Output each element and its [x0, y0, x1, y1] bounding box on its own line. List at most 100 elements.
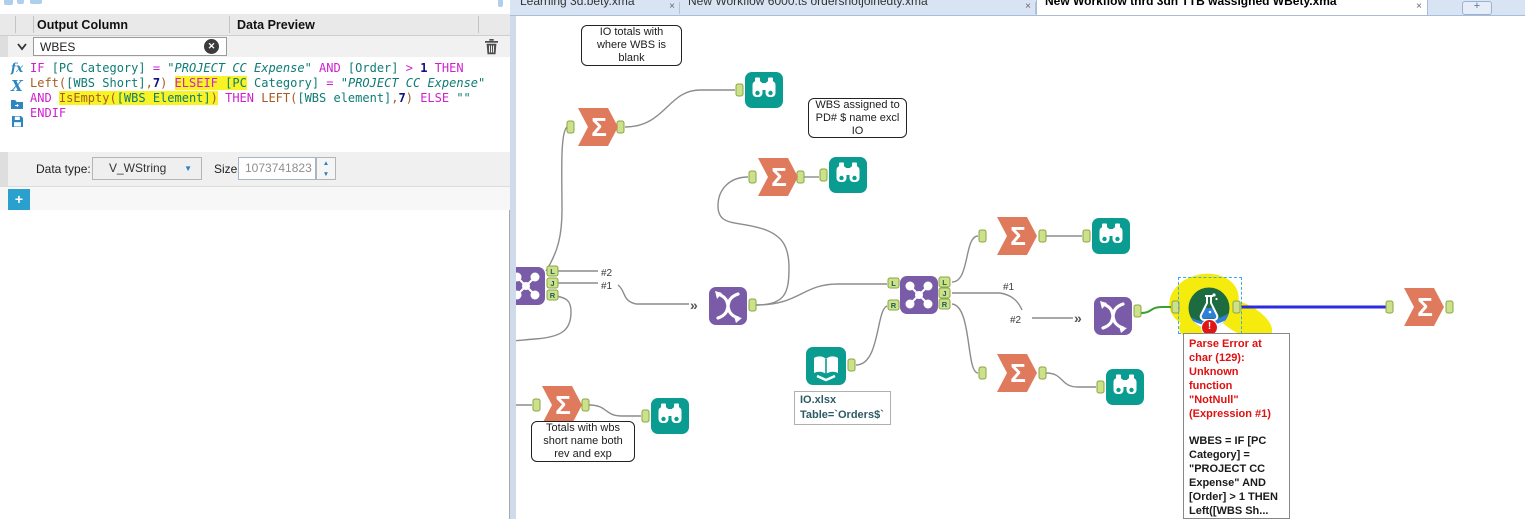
browse-tool-5[interactable] [1106, 369, 1144, 405]
join-icon [905, 281, 933, 309]
anchor-nubs[interactable] [532, 83, 1454, 423]
formula-code[interactable]: IF [PC Category] = "PROJECT CC Expense" … [30, 61, 486, 120]
header-divider [15, 16, 16, 33]
binoculars-icon [1099, 223, 1123, 243]
size-label: Size: [214, 162, 241, 176]
annotation-wbs-assigned[interactable]: WBS assigned to PD# $ name excl IO [808, 98, 907, 138]
input-data-tool[interactable] [806, 347, 846, 385]
header-divider [229, 16, 230, 33]
spin-down-icon[interactable]: ▼ [322, 171, 330, 178]
wire-join2-to-summarize3[interactable] [951, 235, 979, 283]
size-input[interactable]: 1073741823 [238, 157, 316, 180]
tab-workflow-active[interactable]: New Workflow thrd 3dh TTB wassigned WBet… [1036, 0, 1428, 15]
tab-divider [1035, 2, 1036, 14]
spin-up-icon[interactable]: ▲ [322, 160, 330, 167]
clear-field-icon[interactable]: ✕ [204, 39, 219, 54]
tab-workflow-6000[interactable]: New Workflow 6000.ts ordershotjoinedty.x… [680, 0, 1036, 15]
annotation-io-totals[interactable]: IO totals with where WBS is blank [581, 25, 682, 66]
output-column-header: Output Column [37, 18, 128, 32]
browse-tool-3[interactable] [651, 398, 689, 434]
browse-tool-1[interactable] [745, 72, 783, 108]
annotation-totals-wbs[interactable]: Totals with wbs short name both rev and … [531, 421, 635, 462]
join-tool-2[interactable] [900, 276, 938, 314]
binoculars-icon [836, 162, 860, 182]
wire-union1-to-join2[interactable] [755, 283, 887, 306]
join-anchor-tabs[interactable]: L J R L R L J R [546, 265, 951, 311]
union-tool-1[interactable] [709, 287, 747, 325]
error-tooltip: Parse Error at char (129): Unknown funct… [1183, 333, 1290, 519]
chevron-down-icon[interactable] [12, 39, 32, 54]
input-file-name: IO.xlsx [800, 394, 837, 406]
svg-text:»: » [1074, 310, 1082, 326]
union-braid-icon [1100, 301, 1127, 333]
tab-close-icon[interactable]: × [1416, 1, 1422, 12]
wire-summarize5-to-browse5[interactable] [1045, 372, 1096, 388]
summarize-tool-5[interactable]: Σ [997, 354, 1037, 392]
expression-editor: fx X IF [PC Category] = "PROJECT CC Expe… [0, 57, 510, 152]
binoculars-icon [752, 77, 776, 97]
wire-union2-to-formula[interactable] [1140, 306, 1171, 314]
datatype-value: V_WString [109, 161, 167, 175]
new-tab-button[interactable]: + [1462, 1, 1492, 15]
svg-text:#2: #2 [1010, 315, 1022, 326]
summarize-tool-3[interactable]: Σ [542, 386, 582, 424]
datatype-label: Data type: [36, 162, 91, 176]
tab-label: New Workflow 6000.ts ordershotjoinedty.x… [688, 0, 928, 8]
tab-close-icon[interactable]: × [1025, 1, 1031, 12]
svg-text:J: J [550, 279, 554, 288]
add-column-row: + [0, 186, 510, 210]
workflow-canvas[interactable]: L J R L R L J R #2 #1 #1 #2 » » [510, 0, 1525, 519]
svg-text:#1: #1 [601, 281, 613, 292]
tab-learning-workflow[interactable]: Learning 3d.bety.xma × [512, 0, 680, 15]
wire-connector-diagonal[interactable] [999, 292, 1023, 311]
union-braid-icon [715, 291, 742, 323]
wire-union1-to-summarize2[interactable] [717, 176, 790, 306]
document-tabbar: Learning 3d.bety.xma × New Workflow 6000… [510, 0, 1525, 16]
sigma-icon: Σ [771, 161, 787, 192]
output-column-input[interactable] [33, 37, 227, 56]
browse-tool-4[interactable] [1092, 218, 1130, 254]
dropdown-arrow-icon: ▼ [184, 164, 192, 173]
sigma-icon: Σ [555, 389, 571, 420]
wire-input-to-join2[interactable] [855, 305, 888, 366]
summarize-tool-2[interactable]: Σ [758, 158, 798, 196]
tab-label: New Workflow thrd 3dh TTB wassigned WBet… [1045, 0, 1337, 8]
save-expression-icon[interactable] [8, 113, 26, 130]
wire-to-union1[interactable] [617, 284, 689, 305]
size-spinner[interactable]: ▲ ▼ [316, 157, 336, 180]
header-divider [33, 16, 34, 33]
summarize-tool-6[interactable]: Σ [1404, 288, 1444, 326]
trash-icon[interactable] [484, 38, 500, 55]
sigma-icon: Σ [1417, 291, 1433, 322]
wire-join2-to-summarize5[interactable] [951, 303, 979, 374]
header-divider [478, 16, 479, 33]
toolbar-icon-fragment [17, 0, 24, 4]
wire-summarize-bl-to-browse[interactable] [588, 404, 641, 417]
formula-config-panel: Output Column Data Preview ≡ ✕ fx X [0, 0, 510, 519]
functions-icon[interactable]: fx [10, 60, 24, 75]
union-tool-2[interactable] [1094, 297, 1132, 335]
summarize-tool-1[interactable]: Σ [578, 108, 618, 146]
panel-splitter[interactable] [510, 16, 516, 519]
wire-summarize1-to-browse1[interactable] [624, 89, 735, 128]
datatype-zone: Data type: V_WString ▼ Size: 1073741823 … [8, 152, 510, 186]
config-toolbar-clipped [0, 0, 510, 14]
tab-close-icon[interactable]: × [669, 1, 675, 12]
browse-tool-2[interactable] [829, 157, 867, 193]
svg-text:#2: #2 [601, 268, 613, 279]
sigma-icon: Σ [1010, 220, 1026, 251]
tooltip-expression-text: WBES = IF [PC Category] = "PROJECT CC Ex… [1189, 435, 1278, 517]
add-column-button[interactable]: + [8, 189, 30, 210]
svg-text:#1: #1 [1003, 282, 1015, 293]
data-preview-header: Data Preview [237, 18, 315, 32]
datatype-dropdown[interactable]: V_WString ▼ [92, 157, 202, 180]
svg-text:R: R [942, 300, 948, 309]
summarize-tool-4[interactable]: Σ [997, 217, 1037, 255]
variables-icon[interactable]: X [11, 76, 23, 95]
svg-text:R: R [891, 301, 897, 310]
wire-join1-to-summarize1[interactable] [545, 126, 568, 272]
binoculars-icon [658, 403, 682, 423]
annotation-input-file[interactable]: IO.xlsx Table=`Orders$` [794, 391, 891, 425]
open-expression-icon[interactable] [8, 95, 26, 112]
